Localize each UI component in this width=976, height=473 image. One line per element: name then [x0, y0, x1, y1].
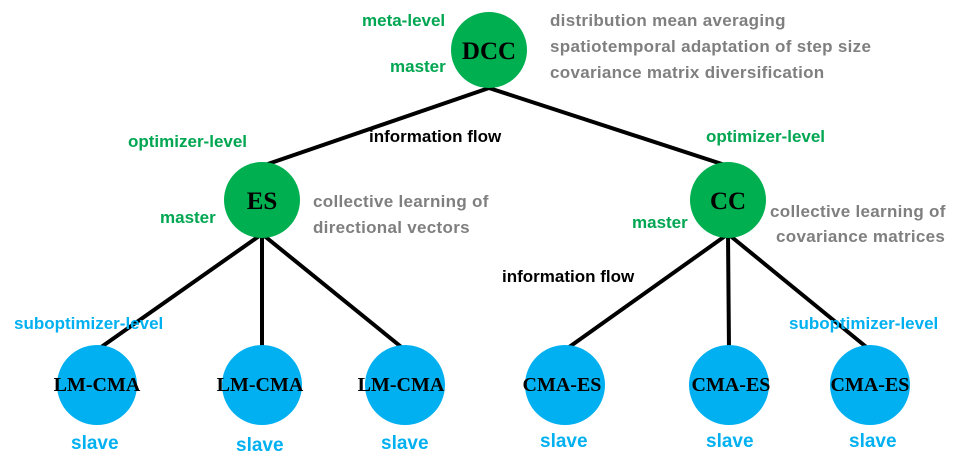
- slave-label-lmcma-3: slave: [381, 433, 429, 454]
- edge-cc-cmaes-1: [563, 232, 730, 352]
- es-level-label: optimizer-level: [128, 132, 248, 151]
- edges: [95, 86, 872, 352]
- es-note-1: collective learning of: [313, 192, 489, 211]
- right-suboptimizer-level-label: suboptimizer-level: [789, 314, 939, 333]
- node-cmaes-3-label: CMA-ES: [831, 374, 910, 396]
- dcc-note-2: spatiotemporal adaptation of step size: [550, 37, 872, 56]
- left-suboptimizer-level-label: suboptimizer-level: [14, 314, 164, 333]
- es-note-2: directional vectors: [313, 218, 470, 237]
- edge-dcc-cc: [488, 86, 729, 168]
- cc-level-label: optimizer-level: [706, 127, 826, 146]
- edge-dcc-es: [261, 86, 490, 168]
- node-lmcma-1-label: LM-CMA: [54, 374, 141, 396]
- slave-label-lmcma-2: slave: [236, 435, 284, 456]
- edge-es-lmcma-3: [260, 232, 407, 352]
- node-lmcma-2: [222, 345, 302, 425]
- node-cmaes-2-label: CMA-ES: [692, 374, 771, 396]
- es-master-label: master: [160, 208, 216, 227]
- node-lmcma-3: [365, 345, 445, 425]
- dcc-note-3: covariance matrix diversification: [550, 63, 825, 82]
- node-cmaes-2: [689, 345, 769, 425]
- slave-label-cmaes-3: slave: [849, 431, 897, 452]
- meta-level-label: meta-level: [362, 11, 446, 30]
- node-lmcma-1: [57, 345, 137, 425]
- node-cmaes-1-label: CMA-ES: [523, 374, 602, 396]
- dcc-note-1: distribution mean averaging: [550, 11, 786, 30]
- dcc-master-label: master: [390, 57, 446, 76]
- cc-note-1: collective learning of: [770, 202, 946, 221]
- node-cmaes-1: [525, 345, 605, 425]
- node-dcc: [451, 12, 527, 88]
- node-cmaes-3: [830, 345, 910, 425]
- node-es-label: ES: [247, 188, 278, 215]
- node-cc: [690, 162, 766, 238]
- slave-label-cmaes-1: slave: [540, 431, 588, 452]
- flow-label-top: information flow: [369, 127, 502, 146]
- flow-label-right: information flow: [502, 267, 635, 286]
- node-lmcma-3-label: LM-CMA: [358, 374, 445, 396]
- slave-label-cmaes-2: slave: [706, 431, 754, 452]
- cc-note-2: covariance matrices: [776, 227, 946, 246]
- edge-cc-cmaes-2: [726, 233, 731, 351]
- edge-cc-cmaes-3: [726, 232, 872, 352]
- edge-es-lmcma-1: [95, 232, 264, 352]
- node-lmcma-2-label: LM-CMA: [217, 374, 304, 396]
- node-dcc-label: DCC: [462, 38, 516, 65]
- node-es: [224, 162, 300, 238]
- node-cc-label: CC: [710, 188, 746, 215]
- cc-master-label: master: [632, 213, 688, 232]
- slave-label-lmcma-1: slave: [71, 433, 119, 454]
